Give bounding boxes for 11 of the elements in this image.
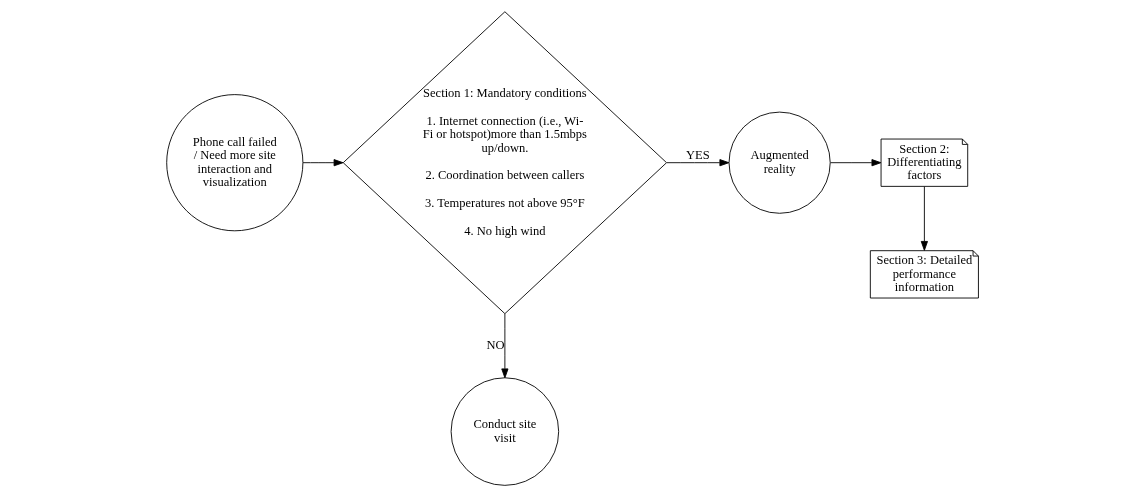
- node-circle: Augmented reality: [728, 111, 831, 214]
- node-diamond: Section 1: Mandatory conditions 1. Internet connection (i.e., Wi-Fi or hotspot)more than 1.5mbps up/down. 2. Coordination between callers 3. Temperatures not above 95°F 4. No high wind: [342, 11, 667, 315]
- edge-label: YES: [686, 148, 710, 163]
- arrow: [302, 159, 344, 167]
- node-circle: Phone call failed / Need more site interaction and visualization: [166, 94, 304, 232]
- arrow: [501, 313, 509, 379]
- arrow: [830, 159, 882, 167]
- arrow: [920, 186, 928, 251]
- node-circle: Conduct site visit: [450, 377, 560, 486]
- arrow: [666, 159, 730, 167]
- edge-label: NO: [486, 338, 505, 353]
